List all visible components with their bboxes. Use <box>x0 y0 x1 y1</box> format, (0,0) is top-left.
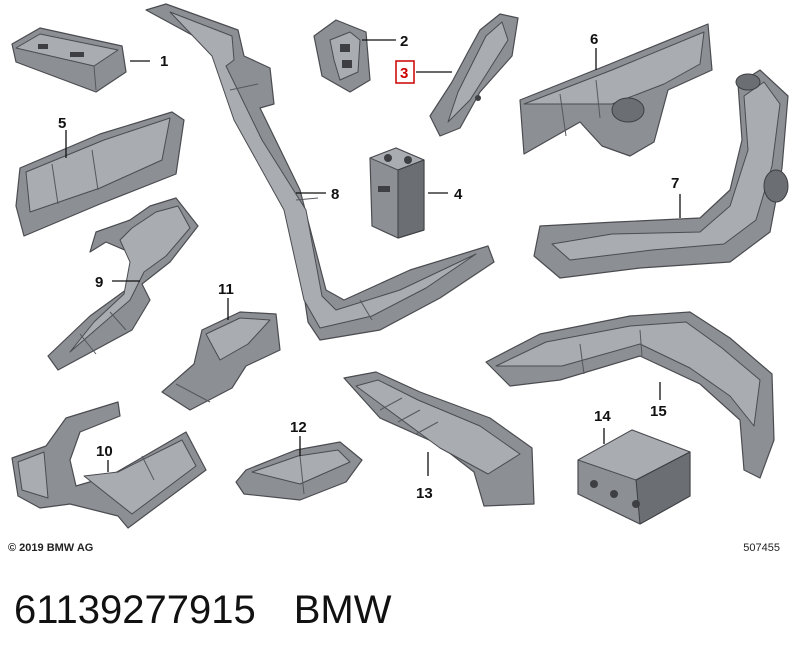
part-10-channel <box>11 401 207 529</box>
part-8-rail <box>145 3 495 341</box>
copyright-notice: © 2019 BMW AG <box>8 542 94 554</box>
part-6-bracket <box>519 23 713 157</box>
callout-7: 7 <box>671 175 679 192</box>
callout-4: 4 <box>454 186 463 203</box>
callout-13: 13 <box>416 485 433 502</box>
callout-10: 10 <box>96 443 113 460</box>
part-7-duct <box>533 69 789 279</box>
footer-caption: 61139277915 BMW <box>14 588 430 633</box>
part-12-bracket <box>235 441 363 501</box>
part-2-clip <box>313 19 371 93</box>
brand-name: BMW <box>293 588 392 632</box>
part-3-bracket <box>429 13 519 137</box>
callout-1: 1 <box>160 53 168 70</box>
callout-15: 15 <box>650 403 667 420</box>
callout-12: 12 <box>290 419 307 436</box>
drawing-number: 507455 <box>743 542 780 554</box>
part-9-curve <box>47 197 199 371</box>
callout-11: 11 <box>218 281 234 298</box>
part-14-module <box>577 429 691 525</box>
part-4-block <box>369 147 425 239</box>
highlight-box <box>395 60 415 84</box>
part-number: 61139277915 <box>14 588 256 632</box>
callout-8: 8 <box>331 186 339 203</box>
parts-diagram: 1 2 3 4 5 6 <box>11 3 789 529</box>
part-1-tray <box>11 27 127 93</box>
part-11-duct <box>161 311 281 411</box>
part-13-duct <box>343 371 535 507</box>
callout-2: 2 <box>400 33 408 50</box>
callout-3: 3 <box>400 65 408 82</box>
callout-9: 9 <box>95 274 103 291</box>
part-5-channel <box>15 111 185 237</box>
callout-6: 6 <box>590 31 598 48</box>
callout-5: 5 <box>58 115 66 132</box>
callout-14: 14 <box>594 408 611 425</box>
part-15-channel <box>485 311 775 479</box>
